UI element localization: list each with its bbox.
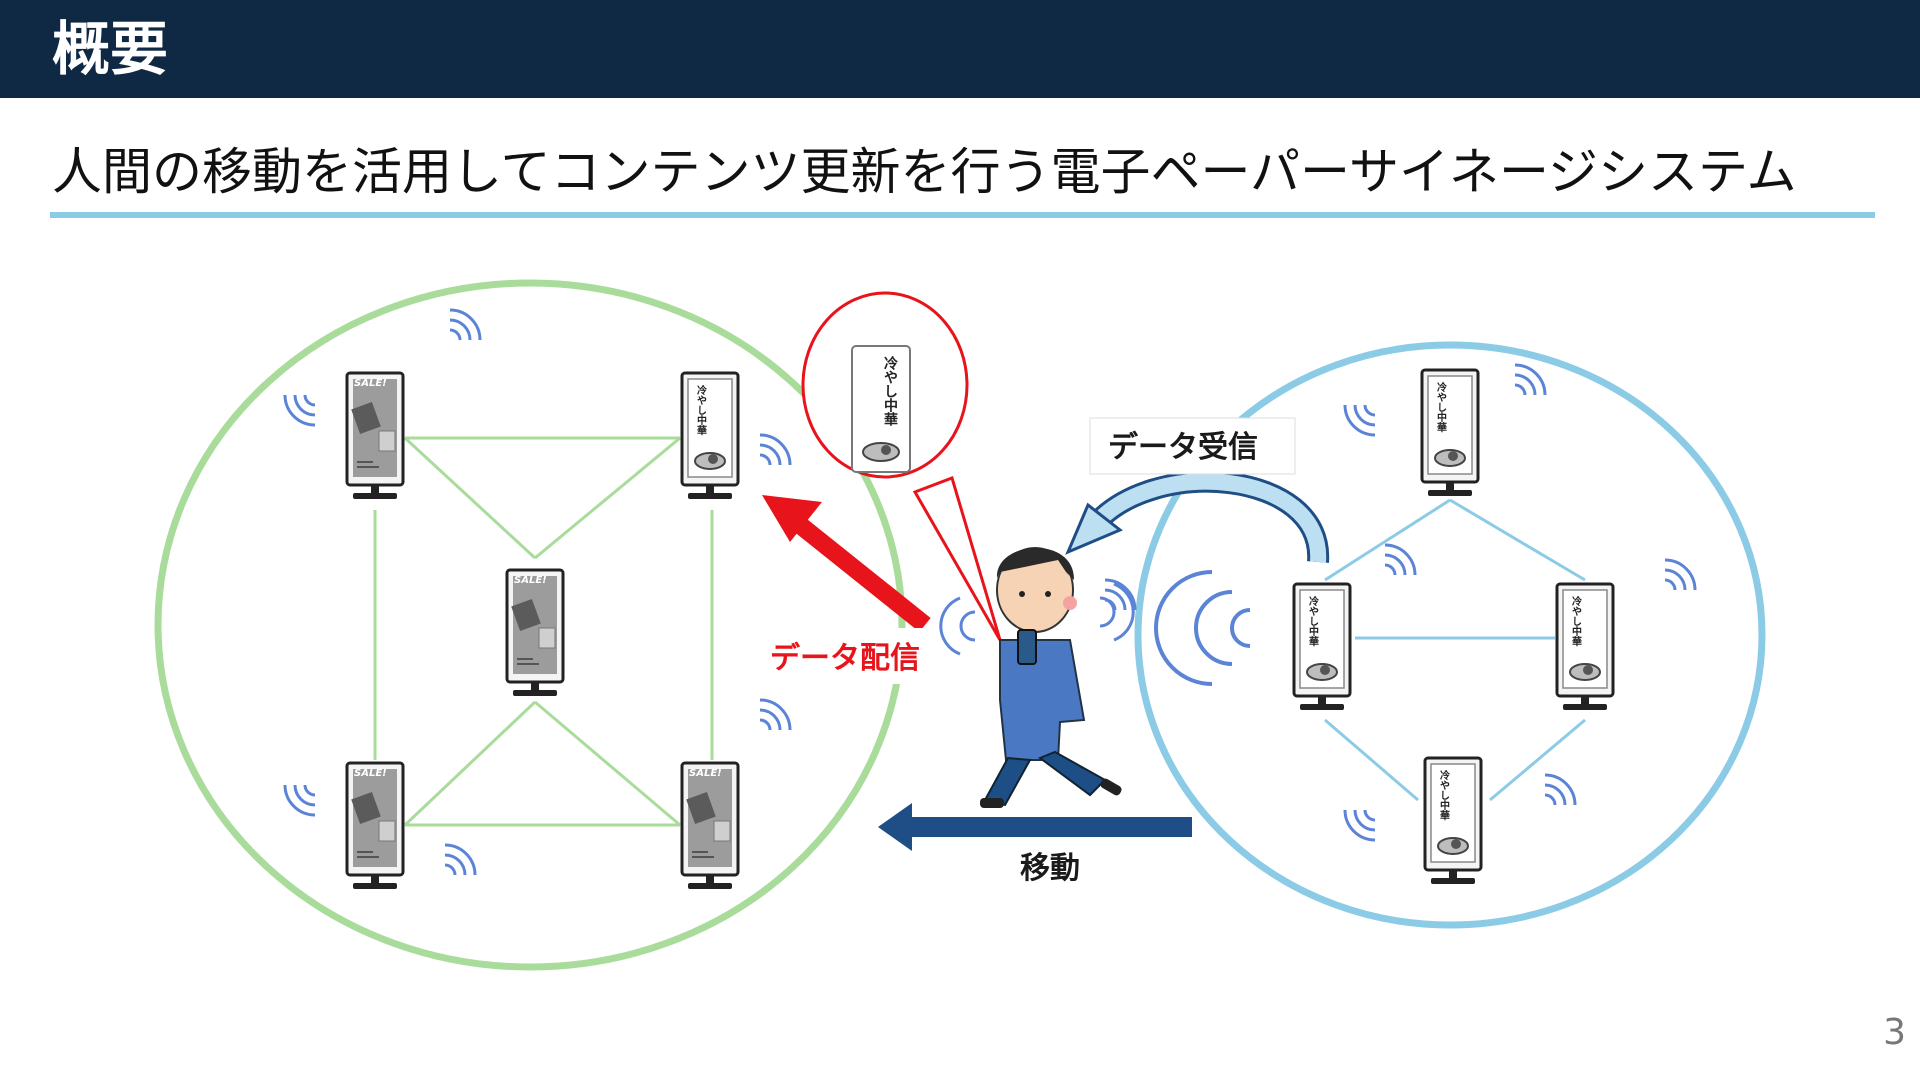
- signage-menu-right-bottom: [1423, 756, 1483, 886]
- sale-label-1: SALE!: [354, 378, 387, 389]
- wifi-waves-large-icon: [1154, 570, 1251, 686]
- signage-menu-top-right: [680, 371, 740, 501]
- menu-label-2: 冷やし中華: [1435, 381, 1447, 433]
- receive-arrow: [1065, 470, 1330, 563]
- menu-label-5: 冷やし中華: [1438, 769, 1450, 821]
- signage-menu-right-top: [1420, 368, 1480, 498]
- left-group-ring: [154, 279, 906, 971]
- right-network-links: [1324, 498, 1586, 802]
- distribute-label: データ配信: [770, 641, 920, 676]
- move-arrow: [878, 803, 1192, 851]
- bubble-menu-label: 冷やし中華: [882, 355, 898, 427]
- move-label: 移動: [1020, 851, 1080, 886]
- title-underline: [50, 212, 1875, 218]
- phone-waves-icon: [939, 582, 1135, 656]
- signage-menu-right-right: [1555, 582, 1615, 712]
- signage-sale-bottom-left: [345, 761, 405, 891]
- sale-label-2: SALE!: [514, 575, 547, 586]
- sale-label-3: SALE!: [354, 768, 387, 779]
- sale-label-4: SALE!: [689, 768, 722, 779]
- right-group-ring: [1134, 341, 1766, 929]
- signage-sale-center: [505, 568, 565, 698]
- signage-menu-right-left: [1292, 582, 1352, 712]
- signage-sale-bottom-right: [680, 761, 740, 891]
- header-bar: 概要: [0, 0, 1920, 98]
- distribute-arrow: [762, 495, 931, 633]
- menu-label-3: 冷やし中華: [1307, 595, 1319, 647]
- walking-person-illustration: [980, 547, 1122, 808]
- slide-subtitle: 人間の移動を活用してコンテンツ更新を行う電子ペーパーサイネージシステム: [52, 143, 1797, 201]
- receive-label: データ受信: [1108, 430, 1258, 465]
- signage-sale-top-left: [345, 371, 405, 501]
- menu-label-1: 冷やし中華: [695, 384, 707, 436]
- slide-title: 概要: [52, 15, 169, 83]
- menu-label-4: 冷やし中華: [1570, 595, 1582, 647]
- speech-bubble: 冷やし中華: [801, 291, 1002, 641]
- page-number: 3: [1883, 1012, 1906, 1053]
- left-network-links: [373, 436, 714, 827]
